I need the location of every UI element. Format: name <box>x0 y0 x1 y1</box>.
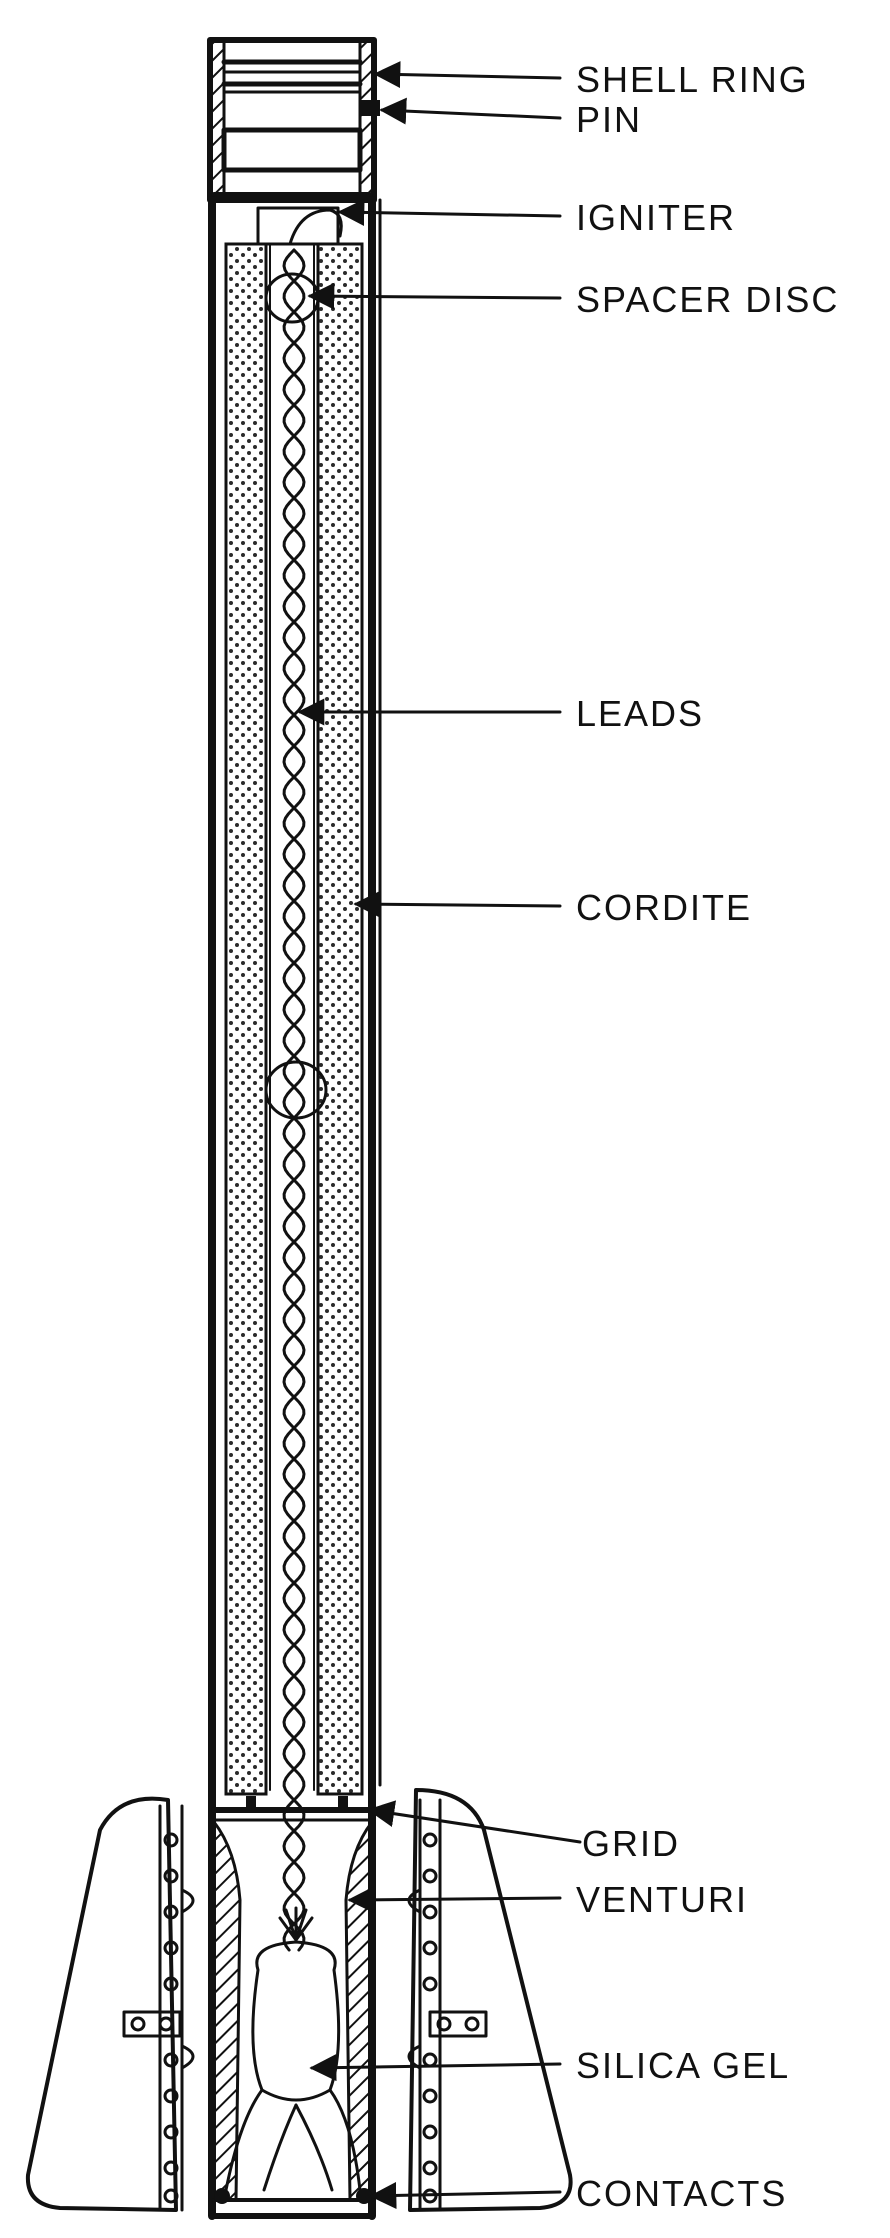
shell-ring <box>207 37 377 203</box>
rivet <box>422 1868 438 1884</box>
leader-grid <box>367 1800 582 1844</box>
labels: SHELL RING PIN IGNITER SPACER DISC LEADS… <box>576 59 839 2214</box>
rivet <box>163 2124 179 2140</box>
label-silica-gel: SILICA GEL <box>576 2045 790 2086</box>
rivet <box>163 1976 179 1992</box>
label-grid: GRID <box>582 1823 680 1864</box>
rivet <box>422 1904 438 1920</box>
right-fin <box>407 1788 573 2212</box>
igniter <box>256 206 343 246</box>
leader-venturi <box>347 1886 562 1914</box>
venturi <box>212 1817 374 2202</box>
rivet <box>422 1832 438 1848</box>
contacts <box>209 2188 375 2219</box>
rivet <box>163 1868 179 1884</box>
label-igniter: IGNITER <box>576 197 736 238</box>
rivet <box>422 2124 438 2140</box>
rivet <box>422 1940 438 1956</box>
rivet <box>163 2088 179 2104</box>
label-spacer-disc: SPACER DISC <box>576 279 839 320</box>
grid <box>211 1796 375 1822</box>
silica-gel <box>224 1906 362 2192</box>
rivet <box>163 1832 179 1848</box>
cordite <box>224 242 364 1796</box>
rivet <box>422 2160 438 2176</box>
leader-pin <box>379 97 562 125</box>
rivet <box>422 1976 438 1992</box>
rivet <box>163 2052 179 2068</box>
pin <box>360 100 380 116</box>
rivet <box>163 2160 179 2176</box>
leader-silica-gel <box>309 2054 562 2082</box>
leader-lines <box>297 61 582 2209</box>
rivet <box>163 1940 179 1956</box>
leads <box>282 248 306 1952</box>
left-fin <box>25 1796 195 2212</box>
label-pin: PIN <box>576 99 642 140</box>
rivet <box>422 2052 438 2068</box>
label-cordite: CORDITE <box>576 887 752 928</box>
leader-igniter <box>337 198 562 226</box>
leader-cordite <box>353 890 562 918</box>
label-leads: LEADS <box>576 693 704 734</box>
rivet <box>163 1904 179 1920</box>
label-shell-ring: SHELL RING <box>576 59 809 100</box>
leader-spacer-disc <box>307 282 562 310</box>
rivet <box>163 2188 179 2204</box>
leader-shell-ring <box>373 61 562 89</box>
rivet <box>422 2088 438 2104</box>
leader-contacts <box>369 2181 562 2209</box>
label-venturi: VENTURI <box>576 1879 748 1920</box>
label-contacts: CONTACTS <box>576 2173 787 2214</box>
